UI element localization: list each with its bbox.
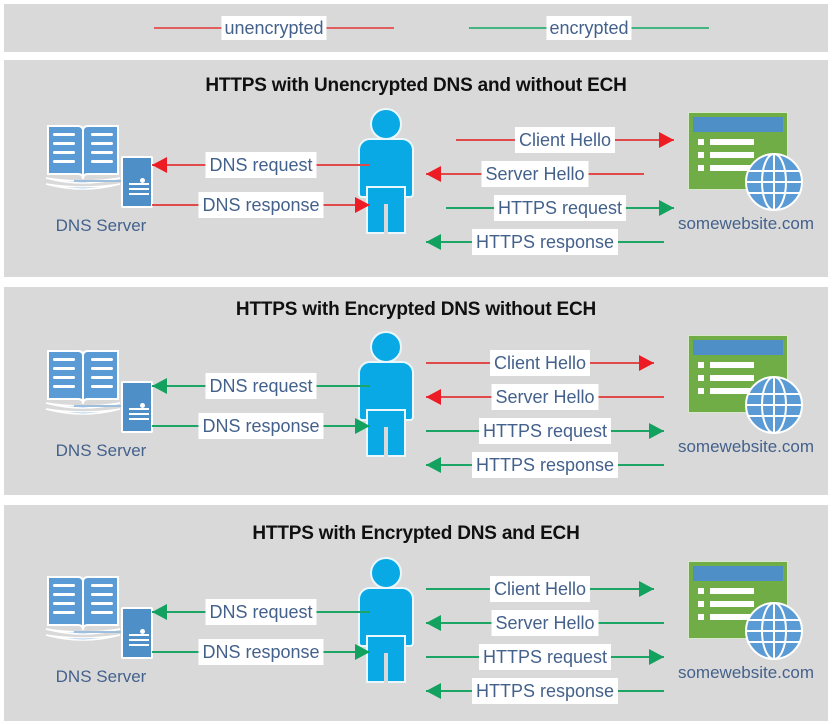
flow-dns-request: DNS request [152,152,370,178]
flow-label: DNS request [205,599,317,625]
flow-https-response: HTTPS response [426,452,664,478]
flow-dns-request: DNS request [152,599,370,625]
flow-label: DNS response [198,192,324,218]
flow-label: Client Hello [489,576,591,602]
scenario-panel-encrypted-dns-and-ech: HTTPS with Encrypted DNS and ECH [4,505,828,721]
flow-label: Server Hello [491,610,599,636]
flow-client-hello: Client Hello [426,576,654,602]
website-label: somewebsite.com [677,214,815,233]
dns-server-label: DNS Server [55,441,147,460]
flow-label: HTTPS response [471,678,619,704]
flow-dns-request: DNS request [152,373,370,399]
flow-label: Server Hello [491,384,599,410]
dns-server-label: DNS Server [55,216,147,235]
flow-server-hello: Server Hello [426,161,644,187]
browser-window-icon [688,561,788,639]
flow-server-hello: Server Hello [426,610,664,636]
flow-label: DNS request [205,152,317,178]
flow-https-request: HTTPS request [446,195,674,221]
flow-client-hello: Client Hello [426,350,654,376]
flow-label: DNS response [198,639,324,665]
panel-title: HTTPS with Encrypted DNS without ECH [235,299,597,320]
legend-item-unencrypted: unencrypted [154,4,394,52]
globe-icon [744,601,804,661]
flow-server-hello: Server Hello [426,384,664,410]
book-icon [44,116,122,194]
website-node: somewebsite.com [666,329,826,479]
flow-label: Client Hello [514,127,616,153]
legend-label-unencrypted: unencrypted [221,16,327,40]
user-person-icon [354,331,418,461]
scenario-panel-unencrypted-dns: HTTPS with Unencrypted DNS and without E… [4,60,828,277]
book-icon [44,341,122,419]
flow-label: Client Hello [489,350,591,376]
legend-item-encrypted: encrypted [469,4,709,52]
dns-server-node: DNS Server [26,557,196,707]
panel-title: HTTPS with Encrypted DNS and ECH [252,523,580,544]
flow-https-response: HTTPS response [426,678,664,704]
globe-icon [744,152,804,212]
scenario-panel-encrypted-dns: HTTPS with Encrypted DNS without ECH [4,287,828,495]
legend-panel: unencrypted encrypted [4,4,828,52]
flow-https-request: HTTPS request [426,644,664,670]
flow-https-request: HTTPS request [426,418,664,444]
flow-label: HTTPS response [471,452,619,478]
website-node: somewebsite.com [666,106,826,256]
flow-dns-response: DNS response [152,413,370,439]
flow-label: HTTPS request [478,418,612,444]
server-icon [121,381,153,433]
flow-label: Server Hello [481,161,589,187]
flow-dns-response: DNS response [152,192,370,218]
dns-server-node: DNS Server [26,331,196,481]
flow-https-response: HTTPS response [426,229,664,255]
server-icon [121,607,153,659]
panel-title: HTTPS with Unencrypted DNS and without E… [205,75,627,96]
dns-server-label: DNS Server [55,667,147,686]
website-node: somewebsite.com [666,555,826,705]
flow-client-hello: Client Hello [456,127,674,153]
flow-label: HTTPS request [493,195,627,221]
server-connector-line [74,405,124,407]
dns-server-node: DNS Server [26,106,196,256]
flow-label: HTTPS request [478,644,612,670]
server-connector-line [74,631,124,633]
globe-icon [744,375,804,435]
website-label: somewebsite.com [677,437,815,456]
server-connector-line [74,180,124,182]
user-person-icon [354,557,418,687]
book-icon [44,567,122,645]
server-icon [121,156,153,208]
flow-label: DNS response [198,413,324,439]
flow-label: HTTPS response [471,229,619,255]
legend-label-encrypted: encrypted [546,16,632,40]
flow-label: DNS request [205,373,317,399]
website-label: somewebsite.com [677,663,815,682]
flow-dns-response: DNS response [152,639,370,665]
